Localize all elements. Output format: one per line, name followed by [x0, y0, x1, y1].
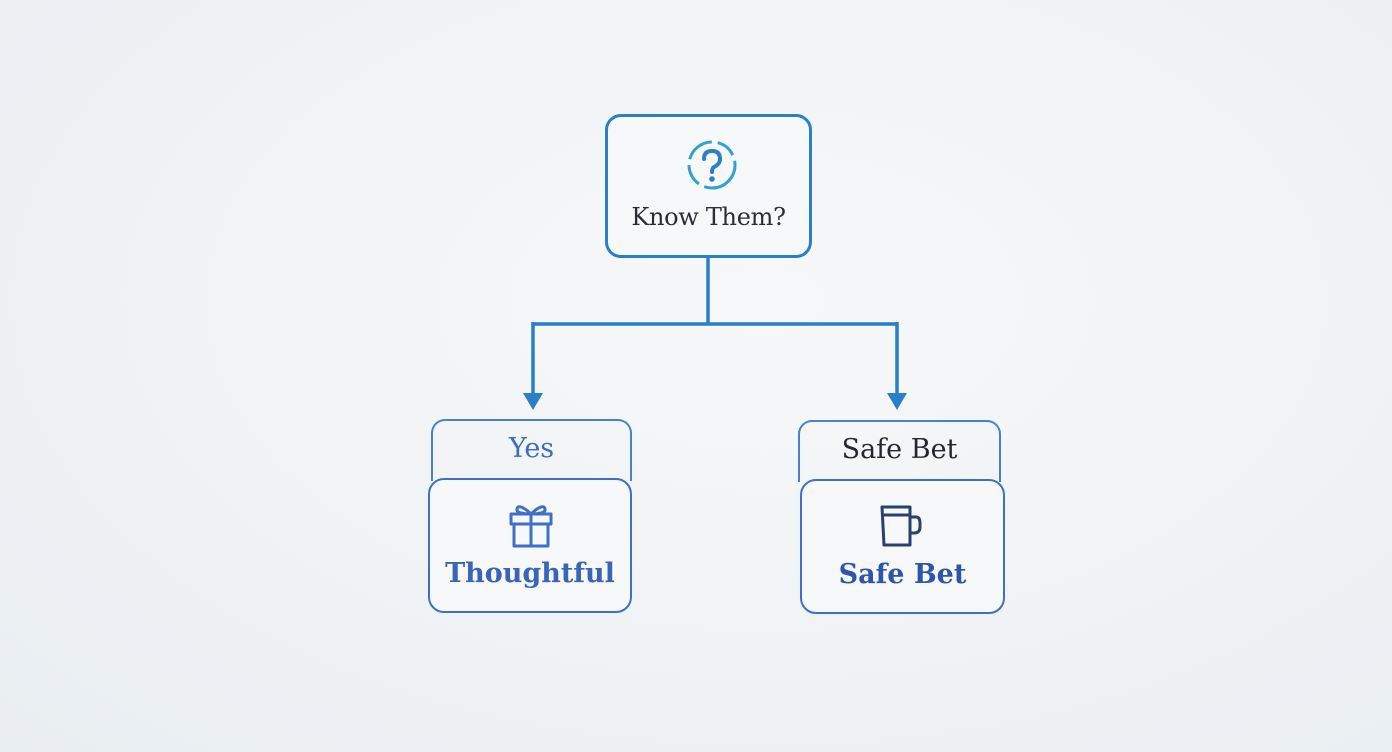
- mug-icon: [880, 505, 922, 547]
- branch-tab-safe-bet: Safe Bet: [798, 420, 1001, 482]
- outcome-card-thoughtful: Thoughtful: [428, 478, 632, 613]
- outcome-card-safe-bet: Safe Bet: [800, 479, 1005, 614]
- outcome-label: Thoughtful: [445, 558, 615, 589]
- arrowhead-right: [887, 393, 907, 410]
- gift-icon: [509, 505, 553, 548]
- branch-tab-label: Safe Bet: [841, 434, 958, 465]
- question-circle-icon: [687, 140, 737, 190]
- arrowhead-left: [523, 393, 543, 410]
- branch-tab-yes: Yes: [431, 419, 632, 481]
- decision-label: Know Them?: [631, 203, 786, 231]
- branch-tab-label: Yes: [508, 433, 555, 464]
- decision-node: Know Them?: [605, 114, 812, 258]
- outcome-label: Safe Bet: [838, 559, 967, 590]
